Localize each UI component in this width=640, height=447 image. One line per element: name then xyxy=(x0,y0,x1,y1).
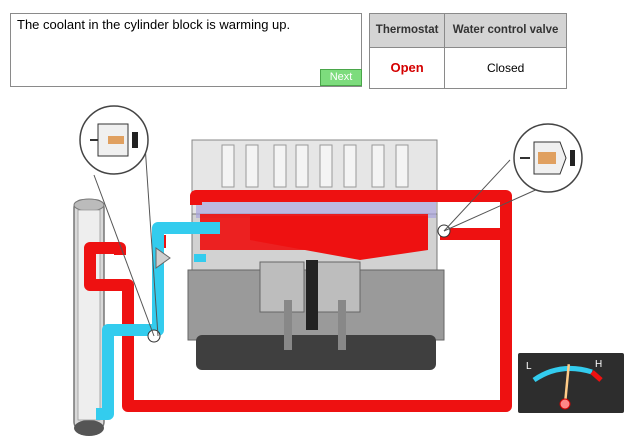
thermostat-state: Open xyxy=(368,46,446,90)
water-control-valve-header: Water control valve xyxy=(444,13,567,48)
gauge-low-label: L xyxy=(526,361,532,372)
temperature-gauge: L H xyxy=(518,353,624,413)
message-text: The coolant in the cylinder block is war… xyxy=(17,17,291,32)
water-control-valve-state: Closed xyxy=(444,46,567,90)
engine-valves xyxy=(221,144,409,188)
engine-pistons xyxy=(259,260,361,350)
next-button[interactable]: Next xyxy=(320,69,362,86)
gauge-needle xyxy=(563,364,571,405)
thermostat-header: Thermostat xyxy=(368,13,446,48)
message-panel: The coolant in the cylinder block is war… xyxy=(10,13,362,87)
thermostat-callout xyxy=(79,105,159,337)
water-pump xyxy=(155,247,171,269)
gauge-high-label: H xyxy=(595,359,602,370)
water-control-valve-callout xyxy=(443,123,583,232)
gauge-pivot xyxy=(559,398,571,410)
cool-coolant-path xyxy=(96,222,220,420)
radiator xyxy=(73,198,105,436)
status-table: Thermostat Water control valve Open Clos… xyxy=(368,13,567,90)
cylinder-head-coolant xyxy=(250,216,428,260)
